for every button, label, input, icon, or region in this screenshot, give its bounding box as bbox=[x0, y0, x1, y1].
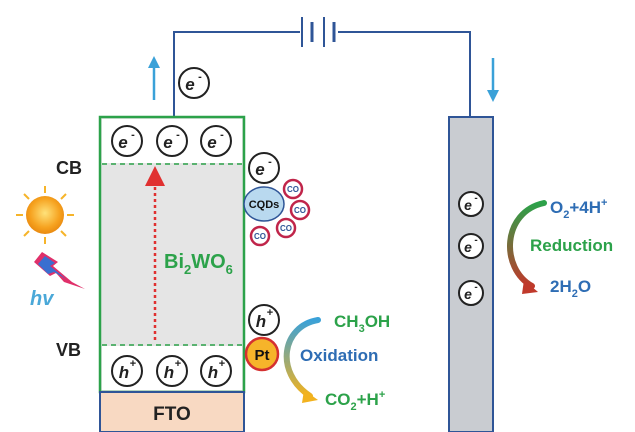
svg-text:h: h bbox=[164, 363, 174, 382]
svg-text:h: h bbox=[119, 363, 129, 382]
svg-text:-: - bbox=[131, 129, 135, 141]
vb-hole: h + bbox=[200, 355, 232, 387]
battery-icon bbox=[301, 17, 336, 47]
pt-cocatalyst: Pt bbox=[244, 336, 280, 372]
svg-text:e: e bbox=[207, 133, 216, 152]
svg-text:CO: CO bbox=[254, 232, 266, 241]
svg-text:e: e bbox=[464, 286, 472, 302]
svg-text:-: - bbox=[268, 156, 272, 168]
vb-hole: h + bbox=[156, 355, 188, 387]
oxidation-product: CO2+H+ bbox=[325, 389, 385, 413]
svg-text:e: e bbox=[163, 133, 172, 152]
fto-substrate: FTO bbox=[99, 391, 245, 432]
cathode-electron: e - bbox=[458, 280, 484, 306]
cb-electron: e - bbox=[200, 125, 232, 157]
cqds-label: CQDs bbox=[249, 199, 280, 211]
fto-label: FTO bbox=[153, 404, 191, 425]
current-up-arrow bbox=[148, 56, 160, 100]
oxidation-arrow bbox=[283, 317, 321, 403]
cb-label: CB bbox=[56, 158, 82, 178]
lightning-icon bbox=[34, 252, 85, 289]
electron-charge: - bbox=[198, 71, 202, 83]
svg-text:-: - bbox=[176, 129, 180, 141]
svg-text:e: e bbox=[464, 197, 472, 213]
reduction-product: 2H2O bbox=[550, 277, 591, 300]
circuit-wire bbox=[173, 31, 471, 117]
svg-text:-: - bbox=[474, 235, 477, 246]
material-label: Bi2WO6 bbox=[164, 251, 233, 277]
cathode-electron: e - bbox=[458, 233, 484, 259]
svg-text:-: - bbox=[474, 282, 477, 293]
vb-label: VB bbox=[56, 340, 81, 360]
reduction-reactant: O2+4H+ bbox=[550, 197, 607, 221]
svg-text:+: + bbox=[267, 307, 273, 319]
cqds-cocatalyst: CQDs bbox=[243, 186, 285, 222]
cathode-electrode: e - e - e - bbox=[448, 116, 494, 432]
svg-text:CO: CO bbox=[280, 224, 292, 233]
current-down-arrow bbox=[487, 58, 499, 102]
svg-text:+: + bbox=[175, 358, 181, 370]
hv-label: hv bbox=[30, 288, 55, 310]
vb-holes: h + h + h + bbox=[111, 355, 232, 387]
svg-text:-: - bbox=[220, 129, 224, 141]
svg-text:e: e bbox=[464, 239, 472, 255]
svg-text:-: - bbox=[474, 193, 477, 204]
svg-text:e: e bbox=[255, 160, 264, 179]
co-molecule: CO bbox=[289, 199, 311, 221]
reduction-label: Reduction bbox=[530, 236, 613, 255]
svg-text:CO: CO bbox=[294, 206, 306, 215]
co-molecule: CO bbox=[282, 178, 304, 200]
co-molecules: CO CO CO CO bbox=[249, 178, 311, 247]
svg-text:h: h bbox=[208, 363, 218, 382]
oxidation-reactant: CH3OH bbox=[334, 312, 390, 335]
wire-electron: e - bbox=[178, 67, 210, 99]
electron-label: e bbox=[185, 75, 194, 94]
svg-text:+: + bbox=[130, 358, 136, 370]
cathode-electron: e - bbox=[458, 191, 484, 217]
pt-hole: h + bbox=[248, 304, 280, 336]
cqd-electron: e - bbox=[248, 152, 280, 184]
svg-text:+: + bbox=[219, 358, 225, 370]
svg-text:h: h bbox=[256, 312, 266, 331]
svg-text:CO: CO bbox=[287, 185, 299, 194]
co-molecule: CO bbox=[275, 217, 297, 239]
co-molecule: CO bbox=[249, 225, 271, 247]
cb-electron: e - bbox=[111, 125, 143, 157]
pt-label: Pt bbox=[255, 347, 270, 364]
oxidation-label: Oxidation bbox=[300, 346, 378, 365]
sun-icon bbox=[16, 186, 74, 244]
cb-electrons: e - e - e - bbox=[111, 125, 232, 157]
vb-hole: h + bbox=[111, 355, 143, 387]
reduction-arrow bbox=[507, 200, 547, 294]
cb-electron: e - bbox=[156, 125, 188, 157]
svg-text:e: e bbox=[118, 133, 127, 152]
